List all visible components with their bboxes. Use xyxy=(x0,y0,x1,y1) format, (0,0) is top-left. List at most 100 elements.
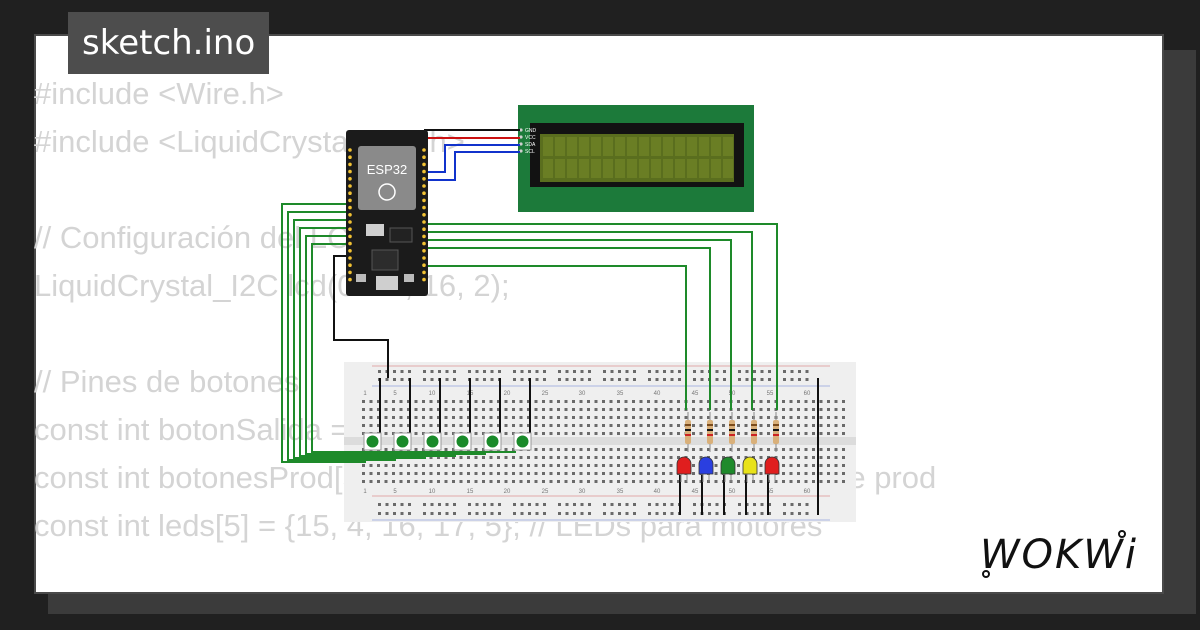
breadboard-hole xyxy=(790,378,794,381)
breadboard-hole xyxy=(414,464,418,467)
breadboard-hole xyxy=(579,448,583,451)
breadboard-hole xyxy=(437,464,440,467)
breadboard-hole xyxy=(648,378,651,381)
breadboard-hole xyxy=(714,472,718,475)
breadboard-hole xyxy=(399,472,403,475)
breadboard-hole xyxy=(639,456,643,459)
breadboard-hole xyxy=(467,472,470,475)
breadboard-hole xyxy=(738,512,741,515)
pushbutton-cap xyxy=(456,435,469,448)
breadboard-hole xyxy=(819,456,823,459)
breadboard-hole xyxy=(617,464,620,467)
breadboard-hole xyxy=(399,480,403,483)
breadboard-hole xyxy=(834,472,838,475)
reset-button[interactable] xyxy=(404,274,414,282)
breadboard-hole xyxy=(557,464,560,467)
wire xyxy=(293,219,426,459)
breadboard-hole xyxy=(602,400,605,403)
breadboard-hole xyxy=(557,400,560,403)
breadboard-hole xyxy=(498,512,501,515)
pushbutton[interactable] xyxy=(363,432,382,451)
breadboard-hole xyxy=(609,408,613,411)
pushbutton[interactable] xyxy=(423,432,442,451)
logo-dot-icon xyxy=(982,570,990,578)
breadboard-hole xyxy=(377,400,380,403)
breadboard-hole xyxy=(654,408,658,411)
pushbutton[interactable] xyxy=(513,432,532,451)
esp32-pin xyxy=(348,213,352,217)
breadboard-hole xyxy=(819,480,823,483)
breadboard-hole xyxy=(804,448,808,451)
breadboard-hole xyxy=(438,503,441,506)
breadboard-hole xyxy=(737,472,740,475)
breadboard-hole xyxy=(647,480,650,483)
breadboard-hole xyxy=(482,464,485,467)
breadboard-hole xyxy=(490,512,494,515)
breadboard-hole xyxy=(498,503,501,506)
breadboard-hole xyxy=(662,464,665,467)
breadboard-hole xyxy=(399,424,403,427)
breadboard-hole xyxy=(579,416,583,419)
breadboard-hole xyxy=(655,370,659,373)
breadboard-hole xyxy=(579,408,583,411)
breadboard-hole xyxy=(452,480,455,483)
breadboard-hole xyxy=(528,503,531,506)
breadboard-hole xyxy=(475,370,479,373)
breadboard-hole xyxy=(392,424,395,427)
breadboard-hole xyxy=(579,464,583,467)
breadboard-hole xyxy=(513,378,516,381)
breadboard-hole xyxy=(512,400,515,403)
breadboard-hole xyxy=(459,416,463,419)
breadboard-hole xyxy=(362,416,365,419)
breadboard-hole xyxy=(834,480,838,483)
breadboard-hole xyxy=(564,400,568,403)
breadboard-hole xyxy=(602,464,605,467)
esp32-pin xyxy=(422,277,426,282)
breadboard-hole xyxy=(444,424,448,427)
esp32-pin xyxy=(348,234,352,239)
breadboard-hole xyxy=(468,512,471,515)
breadboard-hole xyxy=(504,472,508,475)
breadboard-hole xyxy=(774,456,778,459)
pushbutton[interactable] xyxy=(393,432,412,451)
breadboard-hole xyxy=(497,408,500,411)
breadboard-hole xyxy=(745,378,749,381)
breadboard-hole xyxy=(662,448,665,451)
breadboard-hole xyxy=(519,424,523,427)
breadboard-hole xyxy=(588,512,591,515)
breadboard-hole xyxy=(543,378,546,381)
breadboard-hole xyxy=(812,416,815,419)
breadboard-hole xyxy=(445,370,449,373)
breadboard-hole xyxy=(385,512,389,515)
lcd-char-cell xyxy=(579,137,589,156)
breadboard-hole xyxy=(588,370,591,373)
pushbutton[interactable] xyxy=(453,432,472,451)
breadboard-hole xyxy=(804,464,808,467)
breadboard-hole xyxy=(737,408,740,411)
breadboard-hole xyxy=(549,400,553,403)
wire xyxy=(425,247,711,410)
breadboard-hole xyxy=(384,408,388,411)
breadboard-hole xyxy=(534,448,538,451)
breadboard-hole xyxy=(647,416,650,419)
breadboard-hole xyxy=(534,400,538,403)
breadboard-hole xyxy=(715,378,719,381)
breadboard-hole xyxy=(782,416,785,419)
pushbuttons[interactable] xyxy=(363,432,532,451)
breadboard-hole xyxy=(474,448,478,451)
breadboard-hole xyxy=(692,456,695,459)
breadboard-hole xyxy=(715,503,719,506)
breadboard-hole xyxy=(414,424,418,427)
esp32-board[interactable]: ESP32 xyxy=(346,130,428,296)
pushbutton[interactable] xyxy=(483,432,502,451)
breadboard-hole xyxy=(543,503,546,506)
breadboard[interactable]: 1155101015152020252530303535404045455050… xyxy=(344,362,856,522)
breadboard-hole xyxy=(602,416,605,419)
usb-chip xyxy=(371,249,399,271)
breadboard-hole xyxy=(483,378,486,381)
breadboard-hole xyxy=(662,408,665,411)
boot-button[interactable] xyxy=(356,274,366,282)
breadboard-hole xyxy=(393,512,396,515)
